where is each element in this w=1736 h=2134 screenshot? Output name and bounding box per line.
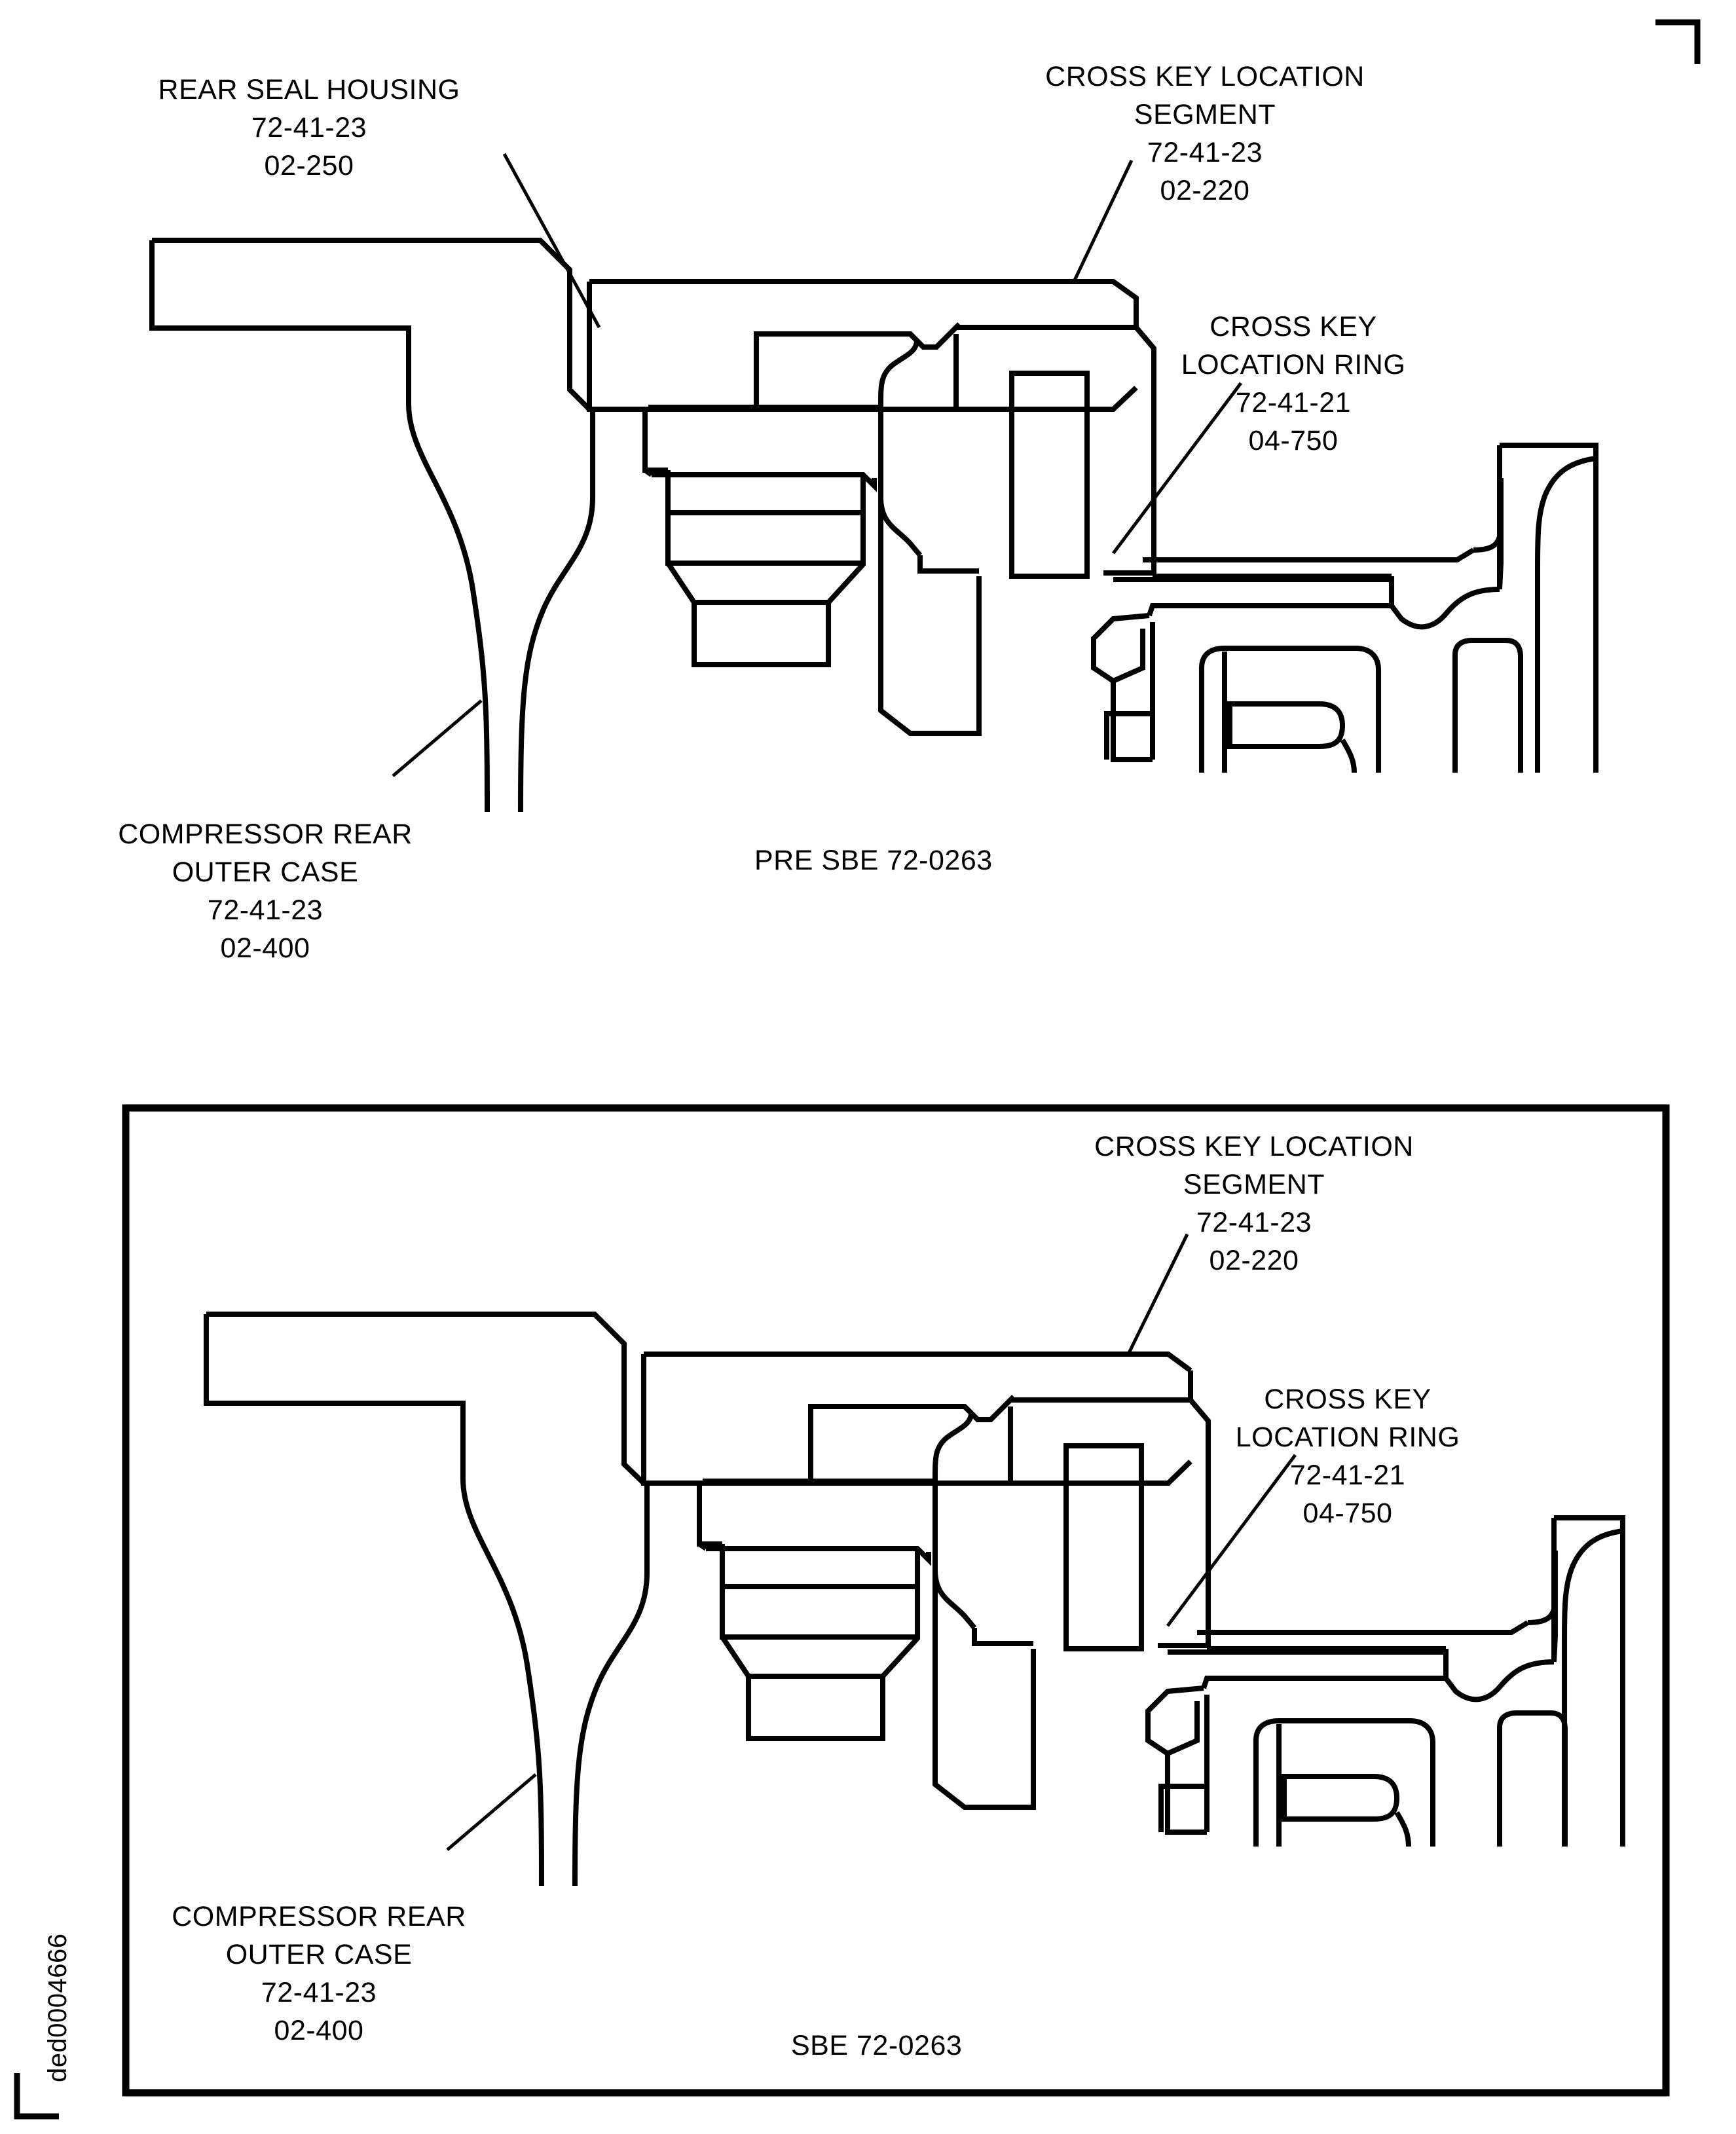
cross-key-location-ring-top bbox=[1143, 547, 1475, 562]
callout-line: 04-750 bbox=[1248, 425, 1339, 456]
figure-post-sbe-geometry bbox=[204, 1312, 1625, 1886]
document-id: ded0004666 bbox=[43, 1933, 72, 2082]
callout-line: 02-250 bbox=[264, 150, 354, 181]
mid-rib-bot bbox=[808, 1404, 977, 1630]
leader-case-top bbox=[392, 699, 483, 777]
leader-segment-top bbox=[1072, 159, 1134, 283]
disc-arm-bot bbox=[933, 1493, 1036, 1810]
figure-caption-pre-sbe: PRE SBE 72-0263 bbox=[754, 845, 993, 876]
callout-line: COMPRESSOR REAR bbox=[172, 1901, 466, 1932]
figure-post-sbe-border bbox=[122, 1104, 1670, 2097]
figure-caption-sbe: SBE 72-0263 bbox=[791, 2030, 963, 2061]
callout-line: CROSS KEY bbox=[1264, 1384, 1431, 1415]
callout-line: 02-400 bbox=[220, 932, 310, 964]
callout-line: SEGMENT bbox=[1183, 1169, 1325, 1200]
bearing-outer-bot bbox=[1253, 1718, 1435, 1847]
seal-ring-stack-bot bbox=[703, 1479, 938, 1493]
corner-mark-top-right bbox=[1655, 19, 1701, 64]
compressor-rear-outer-case-outline-top bbox=[149, 240, 490, 813]
right-hub-bot bbox=[1554, 1515, 1625, 1847]
callout-cross-key-location-segment-top: CROSS KEY LOCATION SEGMENT 72-41-23 02-2… bbox=[1028, 58, 1382, 210]
ring-to-hub-top bbox=[1389, 576, 1500, 630]
disc-arm-top bbox=[878, 419, 982, 736]
segment-inner-pocket-bot bbox=[1063, 1443, 1144, 1651]
callout-line: 72-41-23 bbox=[207, 894, 323, 926]
mid-rib-top bbox=[754, 331, 923, 557]
callout-line: COMPRESSOR REAR bbox=[118, 819, 413, 850]
cross-key-location-segment-bot bbox=[1158, 1371, 1211, 1648]
callout-compressor-rear-outer-case-top: COMPRESSOR REAR OUTER CASE 72-41-23 02-4… bbox=[98, 815, 432, 967]
cross-key-location-segment-top bbox=[1103, 298, 1156, 576]
callout-line: CROSS KEY bbox=[1210, 311, 1377, 342]
seal-block-1-bot bbox=[706, 1546, 931, 1566]
callout-line: LOCATION RING bbox=[1181, 349, 1406, 380]
leader-ring-bot bbox=[1166, 1454, 1297, 1627]
figure-pre-sbe-geometry bbox=[149, 238, 1598, 813]
callout-line: 72-41-23 bbox=[1196, 1207, 1312, 1238]
compressor-rear-outer-case-outline-bot bbox=[204, 1314, 544, 1886]
segment-inner-pocket-top bbox=[1009, 371, 1090, 579]
seal-block-outer-top bbox=[642, 409, 668, 473]
callout-line: OUTER CASE bbox=[172, 856, 359, 888]
callout-line: OUTER CASE bbox=[225, 1939, 413, 1970]
bearing-outer-top bbox=[1199, 646, 1381, 773]
callout-compressor-rear-outer-case-bottom: COMPRESSOR REAR OUTER CASE 72-41-23 02-4… bbox=[152, 1898, 486, 2050]
callout-line: LOCATION RING bbox=[1235, 1422, 1460, 1453]
bolt-block-bot bbox=[1165, 1701, 1207, 1835]
callout-line: 02-220 bbox=[1209, 1245, 1299, 1276]
lower-right-box-top bbox=[1452, 638, 1523, 773]
callout-cross-key-location-ring-bottom: CROSS KEY LOCATION RING 72-41-21 04-750 bbox=[1210, 1380, 1485, 1532]
callout-line: 72-41-21 bbox=[1235, 387, 1352, 418]
bearing-inner-bot bbox=[1282, 1774, 1400, 1822]
callout-line: 72-41-21 bbox=[1289, 1460, 1406, 1491]
case-inner-wall-bot bbox=[572, 1484, 650, 1886]
callout-line: 72-41-23 bbox=[251, 112, 367, 143]
upper-flange-bot bbox=[644, 1352, 1192, 1373]
callout-line: CROSS KEY LOCATION bbox=[1094, 1131, 1414, 1162]
callout-line: SEGMENT bbox=[1134, 99, 1276, 130]
callout-line: 04-750 bbox=[1302, 1498, 1393, 1529]
callout-cross-key-location-ring-top: CROSS KEY LOCATION RING 72-41-21 04-750 bbox=[1156, 308, 1431, 460]
seal-block-outer-bot bbox=[697, 1483, 722, 1547]
leader-rear-seal-housing bbox=[502, 153, 601, 329]
cross-key-location-ring-bot bbox=[1197, 1620, 1530, 1635]
callout-line: 72-41-23 bbox=[261, 1977, 377, 2008]
case-inner-wall-top bbox=[518, 410, 595, 813]
ring-to-hub-bot bbox=[1443, 1649, 1555, 1702]
callout-line: 02-220 bbox=[1160, 175, 1250, 206]
lower-right-box-bot bbox=[1497, 1710, 1568, 1730]
leader-segment-bot bbox=[1126, 1233, 1189, 1355]
seal-ring-stack-top bbox=[648, 405, 883, 419]
corner-mark-bottom-left bbox=[14, 2073, 59, 2120]
bolt-block-top bbox=[1111, 629, 1153, 762]
leader-ring-top bbox=[1112, 382, 1242, 555]
leader-lines-top bbox=[392, 153, 1242, 777]
right-hub-top bbox=[1500, 443, 1598, 773]
callout-line: CROSS KEY LOCATION bbox=[1045, 61, 1365, 92]
callout-line: 02-400 bbox=[274, 2015, 364, 2046]
rear-seal-housing-outline-top bbox=[589, 279, 1139, 327]
leader-case-bot bbox=[446, 1773, 537, 1851]
callout-line: 72-41-23 bbox=[1147, 137, 1263, 168]
callout-rear-seal-housing: REAR SEAL HOUSING 72-41-23 02-250 bbox=[139, 71, 479, 185]
bearing-inner-top bbox=[1227, 701, 1346, 749]
seal-block-1-top bbox=[652, 472, 877, 492]
callout-cross-key-location-segment-bottom: CROSS KEY LOCATION SEGMENT 72-41-23 02-2… bbox=[1077, 1128, 1431, 1279]
ring-upturn-top bbox=[1473, 478, 1504, 553]
leader-lines-bottom bbox=[446, 1233, 1297, 1851]
ring-upturn-bot bbox=[1527, 1551, 1558, 1625]
callout-line: REAR SEAL HOUSING bbox=[158, 74, 460, 105]
